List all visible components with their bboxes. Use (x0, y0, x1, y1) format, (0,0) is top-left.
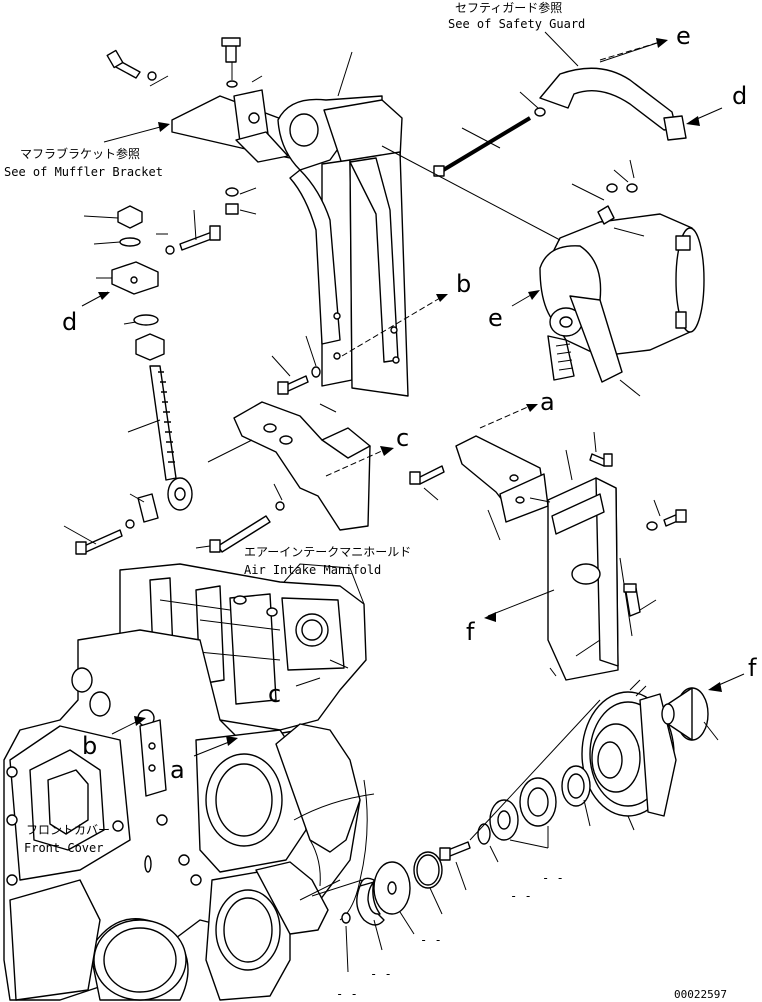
ref-arrow-a-top: a (479, 388, 555, 429)
front-cover-en-label: Front Cover (24, 841, 103, 855)
safety-guard-en-label: See of Safety Guard (448, 17, 585, 31)
intake-jp-label: エアーインテークマニホールド (244, 545, 411, 559)
muffler-bracket (171, 37, 301, 215)
ref-c-top: c (396, 424, 409, 452)
ref-b-top: b (456, 270, 471, 298)
bearings (477, 765, 591, 863)
mark-1: - - (542, 871, 564, 885)
bolt-mid-left (165, 209, 221, 255)
ref-c-engine: c (268, 680, 281, 708)
seal-rings (341, 851, 443, 973)
ref-arrow-d-right: d (686, 82, 747, 126)
shaft-bolt (439, 699, 601, 891)
ref-arrow-a-bottom: a (170, 736, 238, 784)
spacer-bolts (589, 431, 687, 617)
intake-callout: エアーインテークマニホールド Air Intake Manifold (244, 545, 411, 577)
small-bracket (409, 435, 549, 541)
adjusting-plate: c (195, 401, 409, 553)
eyebolt-assembly (63, 314, 193, 555)
ref-arrow-d-left: d (62, 291, 110, 336)
alternator-spacers (571, 159, 638, 225)
drawing-number: 00022597 (674, 988, 727, 1001)
mark-4: - - (370, 967, 392, 981)
safety-guard-leader (544, 31, 579, 67)
intake-en-label: Air Intake Manifold (244, 563, 381, 577)
alternator-bracket: b (277, 51, 561, 397)
safety-guard-jp-label: セフティガード参照 (455, 0, 562, 15)
ref-arrow-e-top: e (599, 22, 691, 61)
long-bolt (433, 91, 546, 177)
mark-5: - - (336, 987, 358, 1001)
front-cover (3, 629, 375, 1001)
ref-arrow-f-left: f (466, 589, 555, 646)
ref-a-bottom: a (170, 756, 185, 784)
mark-2: - - (510, 889, 532, 903)
ref-a-top: a (540, 388, 555, 416)
alternator (539, 213, 705, 397)
pulley-assembly (581, 679, 677, 831)
safety-guard-part (539, 41, 687, 141)
ref-d-right: d (732, 82, 747, 110)
muffler-bracket-callout: マフラブラケット参照 See of Muffler Bracket (4, 122, 170, 179)
ref-arrow-b-bottom: b (82, 716, 146, 760)
front-cover-jp-label: フロントカバー (26, 823, 110, 837)
muffler-jp-label: マフラブラケット参照 (20, 146, 140, 161)
muffler-en-label: See of Muffler Bracket (4, 165, 163, 179)
ref-arrow-e-left: e (488, 290, 540, 332)
ref-arrow-f-right: f (708, 654, 757, 692)
hub-f (661, 687, 719, 741)
ref-d-left: d (62, 308, 77, 336)
bottom-marks: - - - - - - - - - - (336, 871, 564, 1001)
bracket-bolt (271, 335, 321, 395)
safety-guard-callout: セフティガード参照 See of Safety Guard (448, 0, 585, 67)
spacer-block (529, 449, 633, 681)
ref-b-bottom: b (82, 732, 97, 760)
mark-3: - - (420, 933, 442, 947)
bolt-top-left (106, 49, 169, 87)
ref-e-top: e (676, 22, 691, 50)
ref-e-left: e (488, 304, 503, 332)
front-cover-callout: フロントカバー Front Cover (24, 823, 110, 855)
ref-f-left: f (466, 618, 475, 646)
ref-f-right: f (748, 654, 757, 682)
nut-washer-block (83, 205, 168, 295)
